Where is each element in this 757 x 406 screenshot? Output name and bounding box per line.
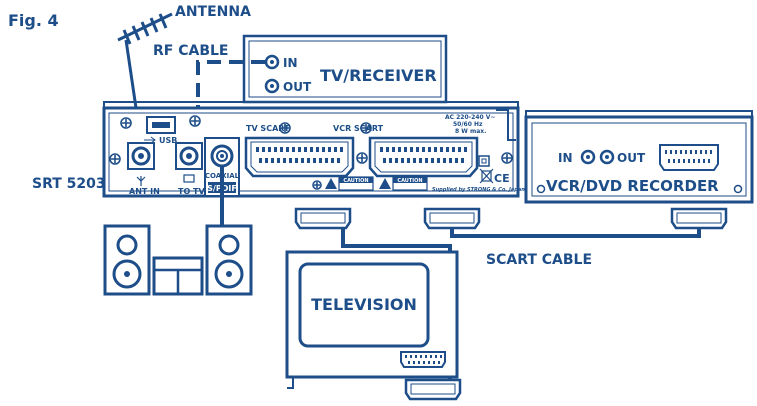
tv-receiver-box: IN OUT TV/RECEIVER	[242, 34, 448, 104]
television-label: TELEVISION	[311, 295, 417, 314]
tv-scart-connector	[244, 136, 355, 178]
tv-receiver-in-label: IN	[283, 56, 298, 70]
caution-text-2: CAUTION	[397, 178, 422, 184]
tv-scart-pins	[256, 147, 343, 163]
antenna-label: ANTENNA	[175, 4, 251, 20]
supplier-text: Supplied by STRONG & Co. Japan	[432, 187, 525, 193]
power-cord-bracket	[496, 109, 516, 141]
television-scart-pins	[405, 355, 442, 364]
hifi-stereo-icon	[103, 224, 253, 296]
double-insulation-icon	[478, 155, 490, 167]
weee-bin-icon	[479, 168, 494, 184]
power-rating-line-3: 8 W max.	[455, 128, 486, 135]
vcr-dvd-label: VCR/DVD RECORDER	[546, 177, 719, 195]
vcr-dvd-out-label: OUT	[617, 151, 646, 165]
caution-text-1: CAUTION	[343, 178, 368, 184]
receiver-back-panel: USB ANT IN TO TV COAXIAL S/PDIF TV SCART…	[102, 101, 525, 198]
ce-mark: CE	[494, 172, 510, 185]
warning-triangle-icon-2	[379, 178, 391, 189]
model-label: SRT 5203	[32, 176, 106, 192]
vcr-scart-label: VCR SCART	[333, 124, 384, 133]
ant-in-label: ANT IN	[129, 187, 160, 196]
scart-plug-vcr-out	[423, 207, 481, 230]
scart-plug-recorder	[670, 207, 728, 230]
tv-scart-label: TV SCART	[246, 124, 290, 133]
scart-plug-tv-out	[294, 207, 352, 230]
to-tv-tv-icon	[183, 174, 195, 183]
rf-cable-label: RF CABLE	[153, 43, 228, 59]
vcr-dvd-scart-port	[659, 144, 719, 171]
tv-receiver-out-label: OUT	[283, 80, 312, 94]
television-scart-port	[400, 351, 446, 368]
vcr-dvd-recorder-box: IN OUT VCR/DVD RECORDER	[524, 110, 754, 204]
vcr-scart-pins	[380, 147, 467, 163]
scart-cable-label: SCART CABLE	[486, 252, 592, 268]
television-icon: TELEVISION	[285, 250, 459, 389]
to-tv-label: TO TV	[178, 187, 206, 196]
rf-cable-line	[196, 60, 265, 125]
antenna-icon	[117, 12, 173, 45]
warning-triangle-icon-1	[325, 178, 337, 189]
usb-label: USB	[159, 136, 177, 145]
vcr-dvd-in-label: IN	[558, 151, 573, 165]
tv-receiver-label: TV/RECEIVER	[320, 66, 437, 85]
vcr-scart-connector	[368, 136, 479, 178]
figure-number: Fig. 4	[8, 11, 59, 30]
ant-in-antenna-icon	[136, 176, 146, 186]
vcr-dvd-scart-pins	[665, 150, 712, 163]
power-rating-line-1: AC 220-240 V~	[445, 114, 495, 121]
power-rating-line-2: 50/60 Hz	[453, 121, 483, 128]
scart-plug-television	[404, 378, 462, 401]
